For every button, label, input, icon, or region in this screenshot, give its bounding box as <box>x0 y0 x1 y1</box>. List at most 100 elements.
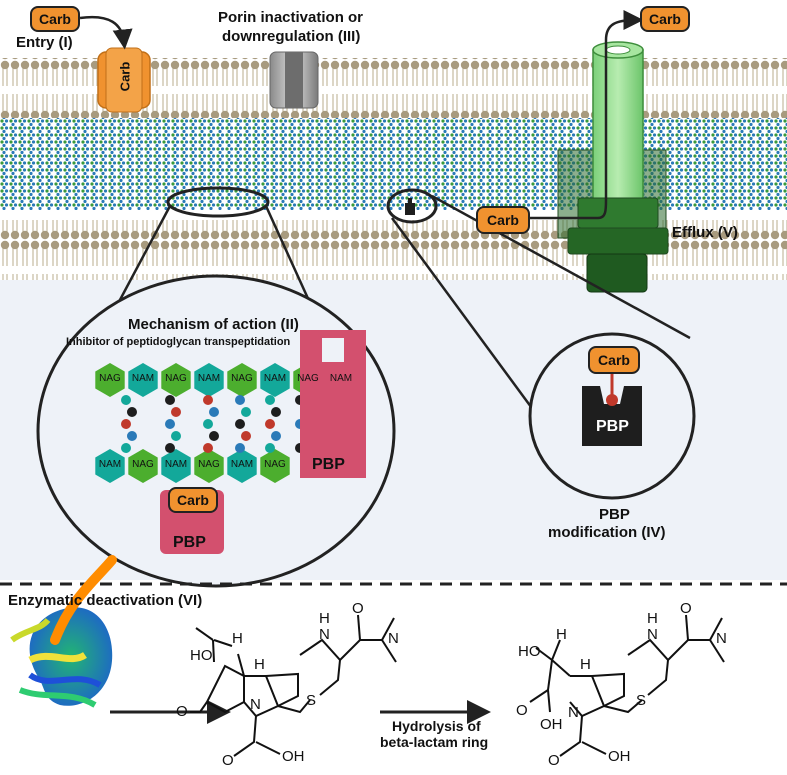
atom-nh-left: N <box>319 626 330 643</box>
peptide-bead <box>121 395 131 405</box>
nag-sugar-label: NAG <box>99 373 121 384</box>
carb-badge-efflux-top: Carb <box>640 6 690 32</box>
peptide-bead <box>241 407 251 417</box>
nam-sugar-hexagon <box>260 363 290 397</box>
atom-n-right: N <box>568 704 579 721</box>
porin-channel-icon <box>269 51 319 109</box>
peptide-bead <box>235 443 245 453</box>
enzymatic-label: Enzymatic deactivation (VI) <box>8 592 203 609</box>
porin-label-line1: Porin inactivation or <box>218 9 364 26</box>
peptide-bead <box>209 431 219 441</box>
zoom-source-ellipse-left <box>166 186 270 218</box>
atom-o-left: O <box>176 703 188 720</box>
atom-s-right: S <box>636 692 647 709</box>
atom-o-left-acid: O <box>222 752 234 769</box>
atom-oh-left: OH <box>282 748 305 765</box>
peptide-bead <box>265 419 275 429</box>
nam-sugar-label: NAM <box>131 373 155 384</box>
atom-oh-right-acid: OH <box>540 716 563 733</box>
peptide-bead <box>235 395 245 405</box>
atom-h-right-2: H <box>580 656 591 673</box>
peptide-bead <box>165 395 175 405</box>
efflux-arrow <box>530 10 644 220</box>
nag-sugar-label: NAG <box>165 373 187 384</box>
peptide-bead <box>171 407 181 417</box>
moa-subtitle: Inhibitor of peptidoglycan transpeptidat… <box>66 336 291 348</box>
carb-badge-entry: Carb <box>30 6 80 32</box>
efflux-label: Efflux (V) <box>672 224 738 241</box>
nag-sugar-label: NAG <box>264 459 286 470</box>
zoom-line <box>431 194 691 340</box>
atom-ho-left: HO <box>190 647 213 664</box>
nam-sugar-hexagon <box>128 363 158 397</box>
inner-membrane <box>0 220 787 280</box>
nag-sugar-label: NAG <box>132 459 154 470</box>
nam-sugar-hexagon <box>194 363 224 397</box>
peptide-bead <box>127 407 137 417</box>
entry-arrow <box>79 15 133 50</box>
meropenem-structure <box>190 614 397 757</box>
nam-sugar-hexagon <box>227 449 257 483</box>
pbp-label-modified: PBP <box>596 418 629 435</box>
nam-sugar-label: NAM <box>164 459 188 470</box>
porin-entry-channel <box>97 47 151 113</box>
pbp-mod-line1: PBP <box>599 506 630 523</box>
carb-badge-pbp-inhibited: Carb <box>168 487 218 513</box>
peptide-bead <box>203 419 213 429</box>
peptide-bead <box>165 443 175 453</box>
hydrolysed-structure <box>529 614 725 757</box>
peptide-bead <box>121 443 131 453</box>
nag-sugar-hexagon <box>128 449 158 483</box>
peptide-bead <box>121 419 131 429</box>
peptide-bead <box>271 431 281 441</box>
moa-title: Mechanism of action (II) <box>128 316 299 333</box>
peptide-bead <box>203 443 213 453</box>
atom-n-amide-right: N <box>716 630 727 647</box>
zoom-source-ellipse-right <box>386 188 438 224</box>
atom-h-nh-right: H <box>647 610 658 627</box>
atom-h-nh-left: H <box>319 610 330 627</box>
entry-label: Entry (I) <box>16 34 73 51</box>
nam-sugar-label: NAM <box>329 373 353 384</box>
atom-o-amide-right: O <box>680 600 692 617</box>
atom-o-right-acid2: O <box>548 752 560 769</box>
pbp-membrane-marker <box>405 203 415 215</box>
peptide-bead <box>241 431 251 441</box>
nam-sugar-hexagon <box>161 449 191 483</box>
nag-sugar-hexagon <box>227 363 257 397</box>
carb-badge-efflux-side: Carb <box>476 206 530 234</box>
nag-sugar-hexagon <box>95 363 125 397</box>
porin-label-line2: downregulation (III) <box>222 28 361 45</box>
pbp-label-bound: PBP <box>312 456 345 473</box>
atom-n-left: N <box>250 696 261 713</box>
zoom-line <box>390 217 550 431</box>
hydrolysis-line1: Hydrolysis of <box>392 718 481 734</box>
peptide-bead <box>165 419 175 429</box>
peptide-bead <box>271 407 281 417</box>
pbp-bound-block <box>300 330 366 478</box>
atom-h-right-1: H <box>556 626 567 643</box>
nam-sugar-label: NAM <box>230 459 254 470</box>
pbp-mod-line2: modification (IV) <box>548 524 666 541</box>
nam-sugar-label: NAM <box>197 373 221 384</box>
atom-h-left-1: H <box>232 630 243 647</box>
atom-o-amide-left: O <box>352 600 364 617</box>
efflux-pump-icon <box>557 41 669 293</box>
atom-oh-right: OH <box>608 748 631 765</box>
nam-sugar-label: NAM <box>98 459 122 470</box>
nag-sugar-label: NAG <box>198 459 220 470</box>
peptide-bead <box>171 431 181 441</box>
atom-o-right: O <box>516 702 528 719</box>
nag-sugar-hexagon <box>161 363 191 397</box>
pbp-modified-shape <box>582 374 642 446</box>
nam-sugar-hexagon <box>95 449 125 483</box>
pbp-label-inhibited: PBP <box>173 534 206 551</box>
nam-sugar-label: NAM <box>263 373 287 384</box>
nag-sugar-label: NAG <box>297 373 319 384</box>
hydrolysis-line2: beta-lactam ring <box>380 734 489 750</box>
peptide-bead <box>127 431 137 441</box>
carb-badge-pbp-modified: Carb <box>588 346 640 374</box>
nag-sugar-hexagon <box>194 449 224 483</box>
